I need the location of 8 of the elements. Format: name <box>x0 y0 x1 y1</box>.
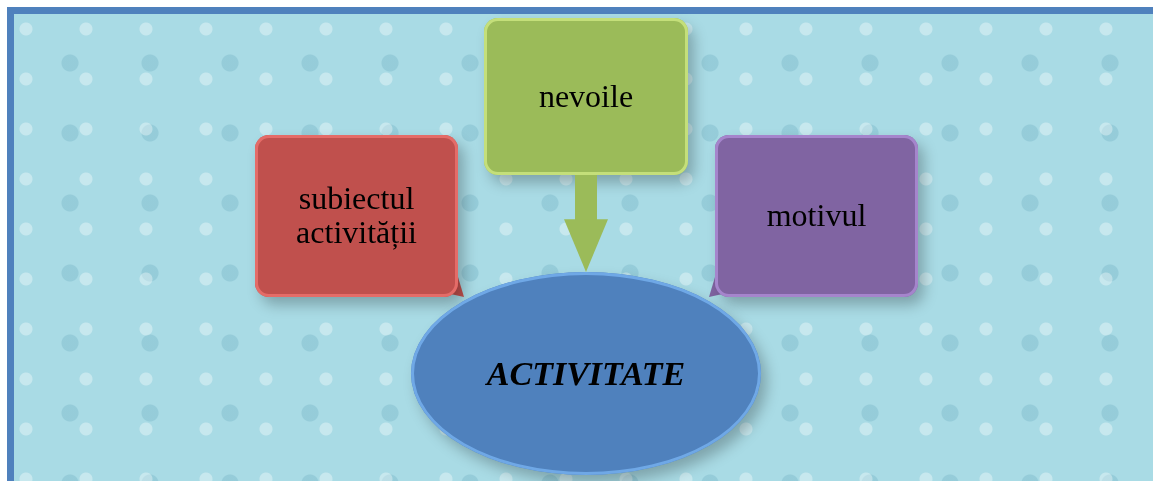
callout-box <box>255 135 458 297</box>
node-label: subiectul activității <box>295 182 418 250</box>
block-arrow <box>564 175 608 272</box>
callout-box <box>715 135 918 297</box>
rounded-box <box>484 18 688 175</box>
node-label: motivul <box>766 199 867 233</box>
node-label: ACTIVITATE <box>486 355 686 392</box>
node-label: nevoile <box>538 79 634 114</box>
